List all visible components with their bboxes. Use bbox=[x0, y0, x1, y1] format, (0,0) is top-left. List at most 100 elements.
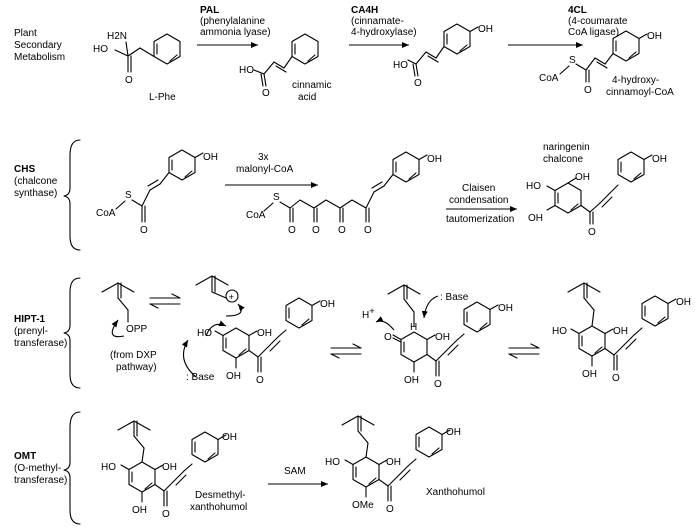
poly-coa-label: CoA bbox=[246, 210, 266, 221]
chs-bracket bbox=[63, 139, 81, 251]
equilibrium-arrow-2 bbox=[330, 343, 362, 359]
int-o2-label: O bbox=[434, 379, 442, 390]
ca4h-description: (cinnamate- 4-hydroxylase) bbox=[351, 16, 417, 38]
cation-plus: + bbox=[229, 292, 235, 303]
naringenin-chalcone-label: naringenin chalcone bbox=[543, 142, 593, 165]
ring-push-arrow bbox=[205, 320, 227, 337]
chs-name: CHS bbox=[14, 164, 35, 175]
l-phe-label: L-Phe bbox=[149, 92, 176, 103]
hcoa-s-label: S bbox=[569, 55, 576, 66]
hipt-product-structure: OH OH HO OH O bbox=[552, 282, 691, 384]
coumaric-ho-label: HO bbox=[393, 60, 408, 71]
dmx-oh1-label: OH bbox=[162, 462, 177, 473]
sam-label: SAM bbox=[284, 466, 306, 477]
poly-o2-label: O bbox=[312, 225, 320, 236]
xan-ho-label: HO bbox=[325, 457, 340, 468]
ho-label: HO bbox=[93, 44, 108, 55]
dmx-oh2-label: OH bbox=[132, 505, 147, 516]
hipt-r-o-label: O bbox=[256, 375, 264, 386]
cinnamic-ho-label: HO bbox=[239, 65, 254, 76]
coumaric-oh-label: OH bbox=[478, 24, 493, 35]
attack-arrow bbox=[225, 303, 245, 317]
hipt-description: (prenyl- transferase) bbox=[14, 326, 67, 349]
dmapp-structure: OPP bbox=[101, 282, 147, 338]
cinnamic-acid-structure: HO O bbox=[239, 33, 319, 99]
prod3-oh1-label: OH bbox=[613, 326, 628, 337]
poly-o4-label: O bbox=[364, 225, 372, 236]
desmethylxanthohumol-label: Desmethyl- xanthohumol bbox=[190, 490, 248, 513]
poly-o1-label: O bbox=[288, 225, 296, 236]
ionization-equilibrium-arrow bbox=[149, 293, 181, 309]
nar-oh2-label: OH bbox=[528, 213, 543, 224]
hipt-r-oh1-label: OH bbox=[257, 328, 272, 339]
int-oh4-label: OH bbox=[498, 303, 513, 314]
hydroxycinnamoyl-coa-structure: OH S CoA O bbox=[539, 30, 662, 96]
omt-name: OMT bbox=[14, 451, 36, 462]
coumaric-o-label: O bbox=[414, 78, 422, 89]
int-h-label: H bbox=[410, 322, 417, 333]
naringenin-chalcone-structure: OH OH HO OH O bbox=[526, 151, 667, 238]
hcoa-o-label: O bbox=[584, 85, 592, 96]
base-arrow-right bbox=[421, 295, 439, 319]
hipt-bracket bbox=[63, 277, 81, 389]
hipt-r-oh4-label: OH bbox=[320, 299, 335, 310]
l-phe-structure: H2N HO O bbox=[93, 31, 181, 86]
chs-sub-oh-label: OH bbox=[203, 152, 218, 163]
omt-bracket bbox=[63, 411, 81, 525]
base-label-right: : Base bbox=[440, 292, 469, 303]
nh2-label: H2N bbox=[107, 31, 127, 42]
hipt-name: HIPT-1 bbox=[14, 314, 46, 325]
base-label-left: : Base bbox=[186, 372, 215, 383]
prod3-ho-label: HO bbox=[552, 326, 567, 337]
poly-oh-label: OH bbox=[427, 154, 442, 165]
pal-description: (phenylalanine ammonia lyase) bbox=[200, 16, 271, 38]
hipt-r-oh2-label: OH bbox=[226, 371, 241, 382]
nar-oh4-label: OH bbox=[652, 154, 667, 165]
base-arrow-left bbox=[181, 339, 197, 378]
chs-description: (chalcone synthase) bbox=[14, 176, 60, 199]
pal-name: PAL bbox=[200, 5, 219, 16]
chs-sub-o-label: O bbox=[140, 225, 148, 236]
equilibrium-arrow-3 bbox=[508, 343, 540, 359]
nar-oh1-label: OH bbox=[575, 172, 590, 183]
cinnamic-acid-label: cinnamic acid bbox=[292, 80, 334, 103]
hydroxycinnamoyl-coa-label: 4-hydroxy- cinnamoyl-CoA bbox=[606, 75, 674, 98]
4cl-name: 4CL bbox=[568, 5, 587, 16]
xanthohumol-structure: OH OH HO OMe O bbox=[325, 415, 461, 515]
xan-ome-label: OMe bbox=[352, 500, 374, 511]
xanthohumol-label: Xanthohumol bbox=[426, 487, 485, 498]
hcoa-coa-label: CoA bbox=[539, 73, 559, 84]
allyl-cation-structure: + bbox=[195, 275, 239, 303]
xan-oh4-label: OH bbox=[446, 427, 461, 438]
xan-oh1-label: OH bbox=[386, 457, 401, 468]
opp-label: OPP bbox=[126, 324, 147, 335]
proton-arrow bbox=[375, 316, 395, 331]
prod3-oh4-label: OH bbox=[676, 297, 691, 308]
chs-sub-coa-label: CoA bbox=[96, 208, 116, 219]
nar-ho-label: HO bbox=[526, 181, 541, 192]
hipt-r-ho-label: HO bbox=[197, 328, 212, 339]
dxp-source-label: (from DXP pathway) bbox=[110, 350, 159, 373]
poly-s-label: S bbox=[273, 192, 280, 203]
xan-o-label: O bbox=[386, 504, 394, 515]
int-o-label: O bbox=[384, 332, 392, 343]
hplus-label: H+ bbox=[362, 306, 375, 321]
poly-o3-label: O bbox=[338, 225, 346, 236]
nar-o-label: O bbox=[588, 227, 596, 238]
malonyl-reagent: 3x malonyl-CoA bbox=[236, 152, 294, 175]
int-oh1-label: OH bbox=[435, 332, 450, 343]
claisen-label: Claisen condensation bbox=[449, 183, 509, 206]
dmx-o-label: O bbox=[162, 509, 170, 520]
ca4h-name: CA4H bbox=[351, 5, 378, 16]
chs-substrate-structure: OH S CoA O bbox=[96, 149, 218, 236]
4cl-description: (4-coumarate CoA ligase) bbox=[568, 16, 630, 38]
coumaric-acid-structure: OH HO O bbox=[393, 23, 493, 89]
hcoa-oh-label: OH bbox=[647, 31, 662, 42]
prod3-oh2-label: OH bbox=[582, 369, 597, 380]
tautomerization-label: tautomerization bbox=[446, 214, 514, 225]
o-label: O bbox=[125, 75, 133, 86]
hipt-intermediate-structure: H OH OH O OH O bbox=[384, 284, 513, 390]
hipt-reactant-structure: OH OH HO OH O bbox=[197, 297, 335, 386]
